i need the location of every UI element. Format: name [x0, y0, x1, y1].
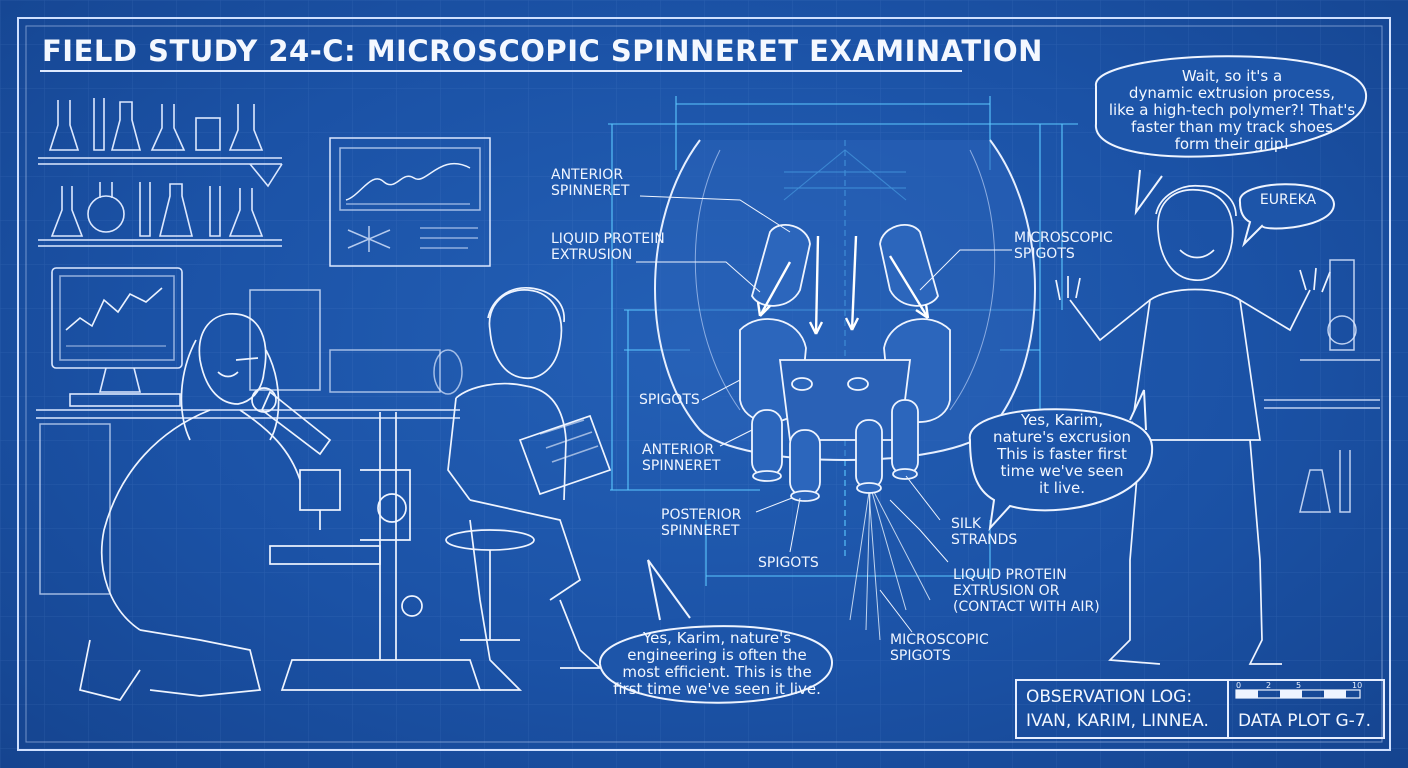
wall-chart-poster — [329, 137, 491, 267]
data-plot-label: DATA PLOT G-7. — [1238, 711, 1372, 731]
scale-tick-5: 5 — [1296, 681, 1302, 690]
leader-lines — [636, 195, 1012, 633]
label-spigots-bottom: SPIGOTS — [758, 555, 819, 571]
scale-tick-10: 10 — [1352, 681, 1363, 690]
outer-frame — [17, 17, 1391, 751]
page-title: FIELD STUDY 24-C: MICROSCOPIC SPINNERET … — [42, 34, 1043, 68]
lab-shelves — [38, 98, 283, 247]
title-underline — [40, 70, 962, 72]
scale-tick-2: 2 — [1266, 681, 1272, 690]
flow-arrows — [756, 235, 930, 335]
computer-monitor — [51, 267, 183, 407]
karim-illustration — [1055, 185, 1331, 665]
right-lab-equipment — [1264, 259, 1380, 513]
label-spigots-left: SPIGOTS — [639, 392, 700, 408]
log-frame — [1015, 679, 1385, 739]
spinneret-diagram — [608, 96, 1078, 641]
silk-strands — [849, 491, 931, 641]
lab-desk — [36, 289, 463, 595]
observation-log-names: IVAN, KARIM, LINNEA. — [1026, 711, 1209, 731]
speech-bubbles — [598, 55, 1368, 704]
woman-scientist-illustration — [79, 313, 301, 701]
scale-bar — [1235, 689, 1361, 699]
boy-with-notepad-illustration — [445, 287, 612, 691]
speech-bubble-eureka: EUREKA — [1259, 192, 1317, 208]
scale-tick-0: 0 — [1236, 681, 1242, 690]
observation-log-heading: OBSERVATION LOG: — [1026, 687, 1193, 707]
